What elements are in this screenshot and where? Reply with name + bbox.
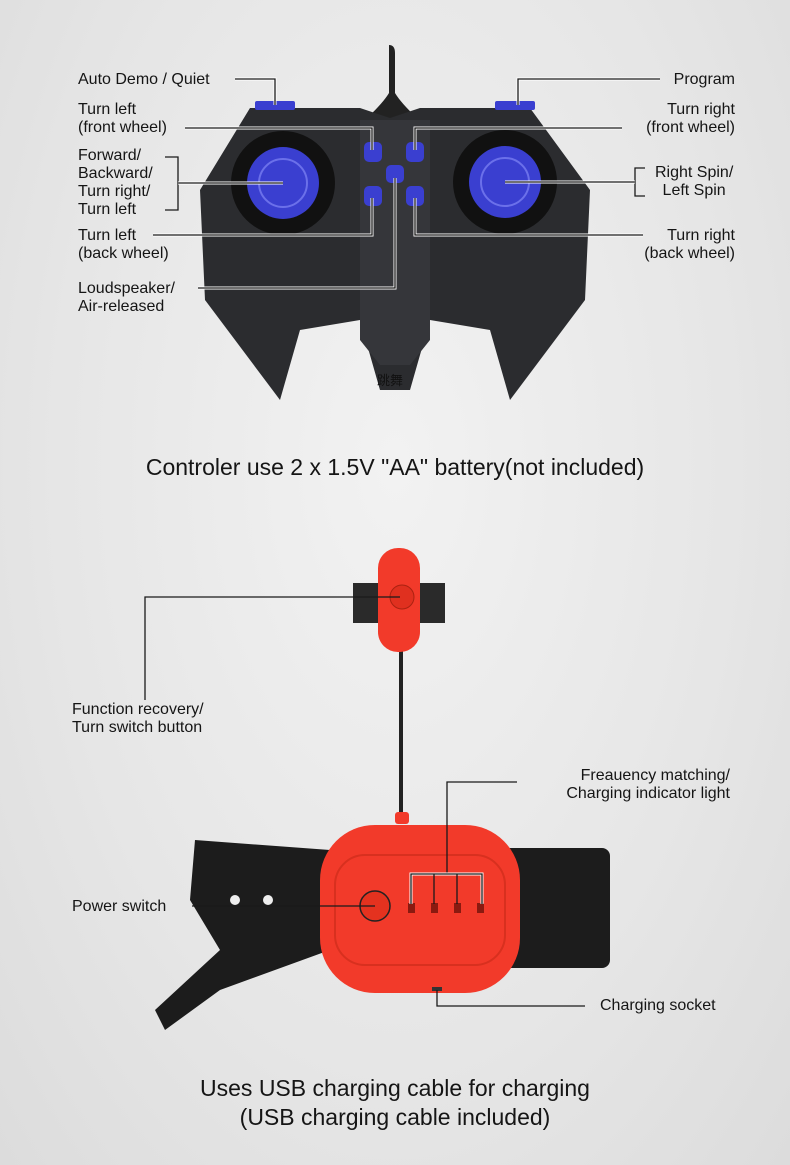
turn-left-front-button [364, 142, 382, 162]
label-power-switch: Power switch [72, 898, 167, 915]
label-function-recovery: Function recovery/ Turn switch button [72, 701, 204, 736]
loudspeaker-button [386, 165, 404, 183]
wristband-caption: Uses USB charging cable for charging (US… [200, 1075, 590, 1130]
label-turn-right-back: Turn right (back wheel) [644, 227, 735, 262]
indicator-lights [408, 903, 484, 913]
label-turn-left-back: Turn left (back wheel) [78, 227, 169, 262]
leader-lines [144, 77, 660, 1007]
turn-right-front-button [406, 142, 424, 162]
wristband-device [155, 548, 610, 1030]
label-turn-left-front: Turn left (front wheel) [78, 101, 167, 136]
label-charging-socket: Charging socket [600, 997, 716, 1014]
label-auto-demo: Auto Demo / Quiet [78, 71, 210, 88]
controller-caption: Controler use 2 x 1.5V "AA" battery(not … [145, 454, 645, 480]
auto-demo-button [255, 101, 295, 110]
turn-right-back-button [406, 186, 424, 206]
turn-left-back-button [364, 186, 382, 206]
label-frequency-matching: Freauency matching/ Charging indicator l… [566, 767, 730, 802]
controller-body-mark: 跳舞 [377, 373, 404, 388]
charging-socket [432, 987, 442, 991]
label-loudspeaker: Loudspeaker/ Air-released [78, 280, 175, 315]
wristband-body [320, 825, 520, 993]
label-forward-backward: Forward/ Backward/ Turn right/ Turn left [78, 147, 153, 218]
label-turn-right-front: Turn right (front wheel) [646, 101, 735, 136]
program-button [495, 101, 535, 110]
label-spin: Right Spin/ Left Spin [655, 164, 734, 199]
label-program: Program [673, 71, 735, 88]
